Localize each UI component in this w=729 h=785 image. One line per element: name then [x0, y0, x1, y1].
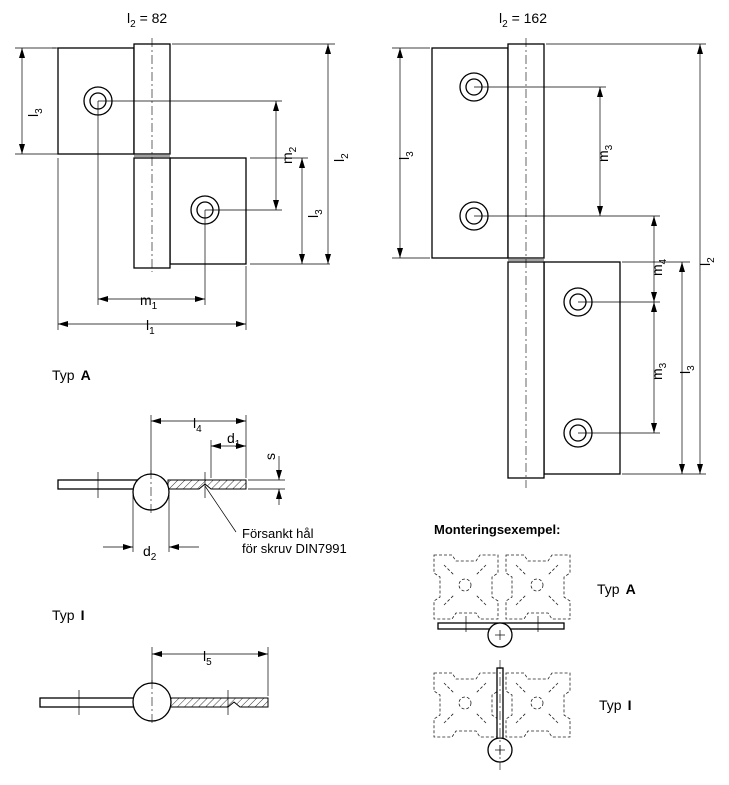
mounting-example-typeA	[433, 554, 571, 648]
sectionA-d1-label: d1	[227, 430, 241, 450]
typeA-l3-lower-label: l3	[305, 209, 325, 218]
typeI-dimension-labels: l2 = 162 l3 m3 m4 m3 l3 l2	[396, 10, 717, 380]
countersink-note-line1: Försankt hål	[242, 526, 314, 541]
typeA-l1-label: l1	[146, 317, 155, 337]
typeA-front-view	[15, 38, 335, 330]
sectionA-right-leaf-section	[167, 479, 247, 490]
section-typeI	[39, 647, 269, 725]
section-typeA	[57, 415, 285, 552]
sectionI-right-leaf-section	[169, 697, 269, 708]
long-lower-leaf	[543, 261, 621, 475]
sectionI-l5-label: l5	[203, 648, 212, 668]
typeA-l2-label: l2 = 82	[127, 10, 167, 30]
sectionA-l4-label: l4	[193, 415, 202, 435]
mounting-title-text: Monteringsexempel:	[434, 522, 560, 537]
sectionA-d2-label: d2	[143, 543, 157, 563]
typeA-lower-leaf	[169, 157, 247, 265]
typeA-m2-label: m2	[279, 146, 299, 164]
long-l3-right-label: l3	[677, 365, 697, 374]
countersink-note-line2: för skruv DIN7991	[242, 541, 347, 556]
sectionA-labels: l4 d1 s d2 Försankt hål för skruv DIN799…	[143, 415, 347, 563]
typeA-l3-upper-label: l3	[25, 108, 45, 117]
typeA-l2-side-label: l2	[331, 153, 351, 162]
long-l2-side-label: l2	[697, 257, 717, 266]
typeA-m1-label: m1	[140, 292, 158, 312]
long-l2-label: l2 = 162	[499, 10, 547, 30]
long-m4-label: m4	[649, 258, 669, 276]
mounting-example-typeI	[433, 660, 571, 770]
sectionA-s-label: s	[262, 453, 278, 460]
long-m3-lower-label: m3	[649, 362, 669, 380]
long-l3-left-label: l3	[396, 151, 416, 160]
typeI-front-view	[392, 38, 706, 488]
long-m3-upper-label: m3	[595, 144, 615, 162]
sectionI-left-leaf	[39, 697, 136, 708]
